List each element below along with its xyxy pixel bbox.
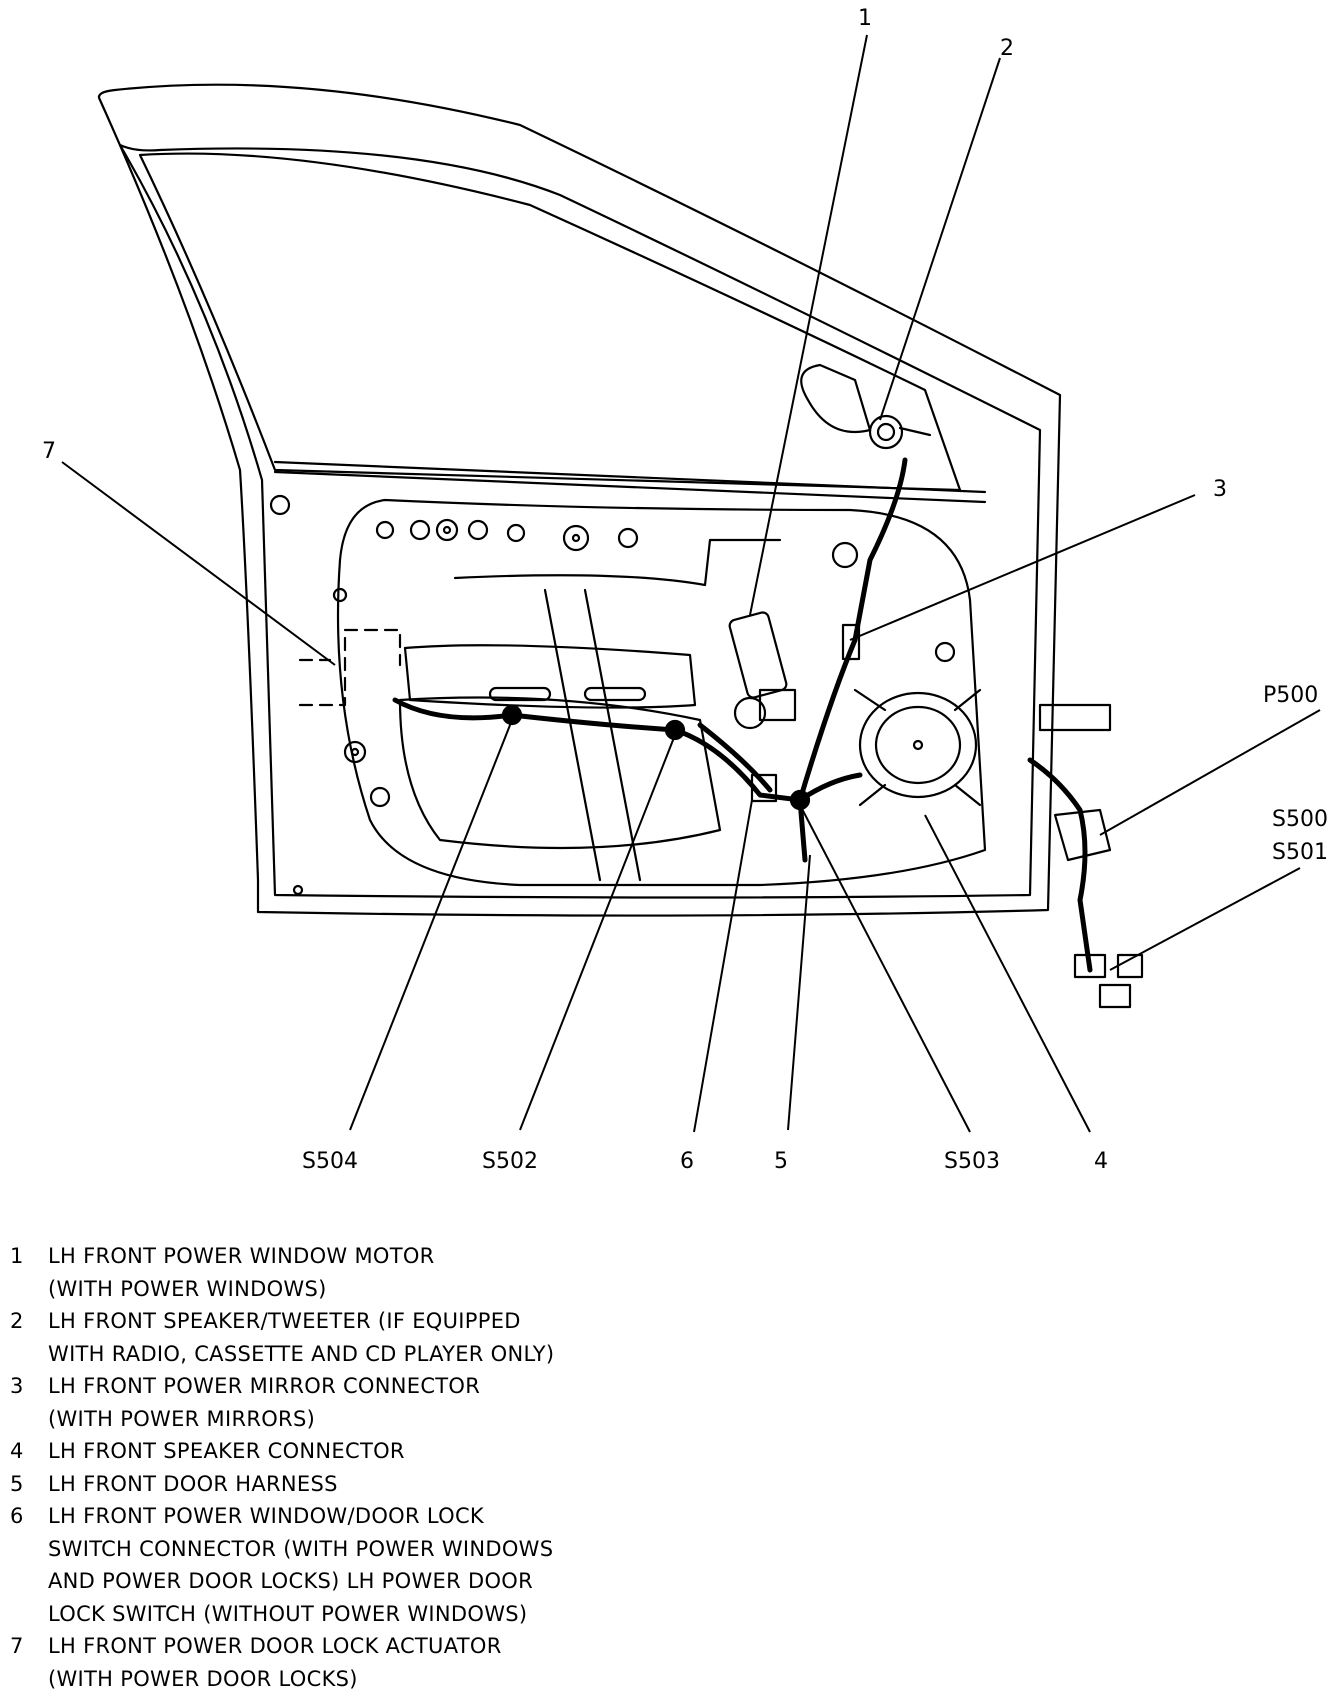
door-wiring-diagram: 1 2 3 7 P500 S500 S501 S504 S502 6 5 S50… (42, 6, 1328, 1174)
panel-hole (831, 541, 859, 569)
panel-hole (934, 641, 956, 663)
front-speaker (853, 688, 982, 807)
callout-s502: S502 (482, 1149, 538, 1174)
splice-s502-node (664, 719, 686, 741)
wire-harness-to-p500 (1027, 757, 1093, 973)
panel-hole (332, 587, 348, 603)
legend-item-1: 1 LH FRONT POWER WINDOW MOTOR (WITH POWE… (10, 1240, 630, 1305)
panel-hole (375, 520, 395, 540)
wire-harness-to-mirror (797, 457, 908, 803)
splice-s504-node (501, 704, 523, 726)
legend-text: LH FRONT POWER DOOR LOCK ACTUATOR (WITH … (48, 1634, 502, 1691)
leader-line-5 (787, 854, 811, 1131)
panel-hole (269, 494, 291, 516)
legend-text: LH FRONT DOOR HARNESS (48, 1471, 338, 1496)
actuator-slot (488, 686, 552, 702)
panel-hole (467, 519, 489, 541)
leader-line-6 (693, 799, 753, 1133)
lock-actuator-housing (403, 644, 697, 709)
panel-hole (506, 523, 526, 543)
panel-hole (292, 884, 304, 896)
leader-line-s504 (349, 719, 513, 1131)
wire-harness-to-connector (697, 722, 773, 793)
tweeter (868, 414, 932, 450)
callout-7: 7 (42, 439, 56, 464)
leader-line-4 (924, 814, 1091, 1133)
callout-3: 3 (1213, 477, 1227, 502)
inner-door-panel (336, 498, 987, 887)
mirror-mount (800, 363, 872, 434)
leader-line-s500 (1109, 867, 1301, 971)
switch-connector (750, 773, 778, 803)
legend-number: 6 (10, 1504, 24, 1528)
splice-s503-node (789, 789, 811, 811)
callout-s504: S504 (302, 1149, 358, 1174)
regulator-cable (453, 538, 782, 587)
legend-item-2: 2 LH FRONT SPEAKER/TWEETER (IF EQUIPPED … (10, 1305, 630, 1370)
leader-line-1 (749, 34, 868, 616)
legend-item-4: 4 LH FRONT SPEAKER CONNECTOR (10, 1435, 630, 1468)
legend-text: LH FRONT POWER MIRROR CONNECTOR (WITH PO… (48, 1374, 481, 1431)
door-outer-frame (97, 83, 1062, 917)
legend-number: 2 (10, 1309, 24, 1333)
door-window-frame-inner (118, 143, 1042, 899)
actuator-slot (583, 686, 647, 702)
legend-text: LH FRONT POWER WINDOW MOTOR (WITH POWER … (48, 1244, 435, 1301)
callout-s500: S500 (1272, 807, 1328, 832)
callout-s501: S501 (1272, 840, 1328, 865)
legend-number: 4 (10, 1439, 24, 1463)
hinge-pin (1038, 703, 1112, 732)
callout-p500: P500 (1263, 683, 1318, 708)
legend-text: LH FRONT SPEAKER CONNECTOR (48, 1439, 405, 1463)
callout-2: 2 (1000, 36, 1014, 61)
lock-rod (298, 628, 402, 707)
legend-number: 5 (10, 1471, 24, 1496)
panel-hole (409, 519, 431, 541)
belt-line-strip (273, 460, 987, 504)
callout-6: 6 (680, 1149, 694, 1174)
callout-5: 5 (774, 1149, 788, 1174)
legend-item-5: 5 LH FRONT DOOR HARNESS (10, 1468, 630, 1501)
regulator-rail (543, 588, 642, 882)
leader-line-7 (61, 461, 336, 666)
legend-number: 7 (10, 1634, 24, 1658)
wire-harness-main (392, 697, 808, 863)
leader-line-s502 (519, 734, 676, 1131)
panel-hole (571, 533, 581, 543)
legend-text: LH FRONT SPEAKER/TWEETER (IF EQUIPPED WI… (48, 1309, 555, 1366)
power-window-motor (728, 611, 797, 730)
leader-line-p500 (1099, 709, 1321, 836)
panel-hole (562, 524, 590, 552)
legend-number: 1 (10, 1244, 24, 1268)
component-legend: 1 LH FRONT POWER WINDOW MOTOR (WITH POWE… (10, 1240, 630, 1695)
panel-hole (442, 525, 452, 535)
window-opening (138, 152, 962, 492)
leader-line-3 (849, 494, 1196, 641)
panel-hole (435, 518, 459, 542)
legend-item-7: 7 LH FRONT POWER DOOR LOCK ACTUATOR (WIT… (10, 1630, 630, 1695)
p500-connector (1053, 808, 1144, 1009)
legend-text: LH FRONT POWER WINDOW/DOOR LOCK SWITCH C… (48, 1504, 554, 1626)
panel-hole (617, 527, 639, 549)
callout-1: 1 (858, 6, 872, 31)
panel-hole (369, 786, 391, 808)
legend-item-6: 6 LH FRONT POWER WINDOW/DOOR LOCK SWITCH… (10, 1500, 630, 1630)
leader-line-2 (879, 57, 1001, 421)
leader-line-s503 (799, 804, 971, 1133)
panel-hole (343, 740, 367, 764)
legend-item-3: 3 LH FRONT POWER MIRROR CONNECTOR (WITH … (10, 1370, 630, 1435)
callout-s503: S503 (944, 1149, 1000, 1174)
legend-number: 3 (10, 1374, 24, 1398)
panel-hole (350, 747, 360, 757)
mirror-connector (841, 623, 861, 661)
callout-4: 4 (1094, 1149, 1108, 1174)
